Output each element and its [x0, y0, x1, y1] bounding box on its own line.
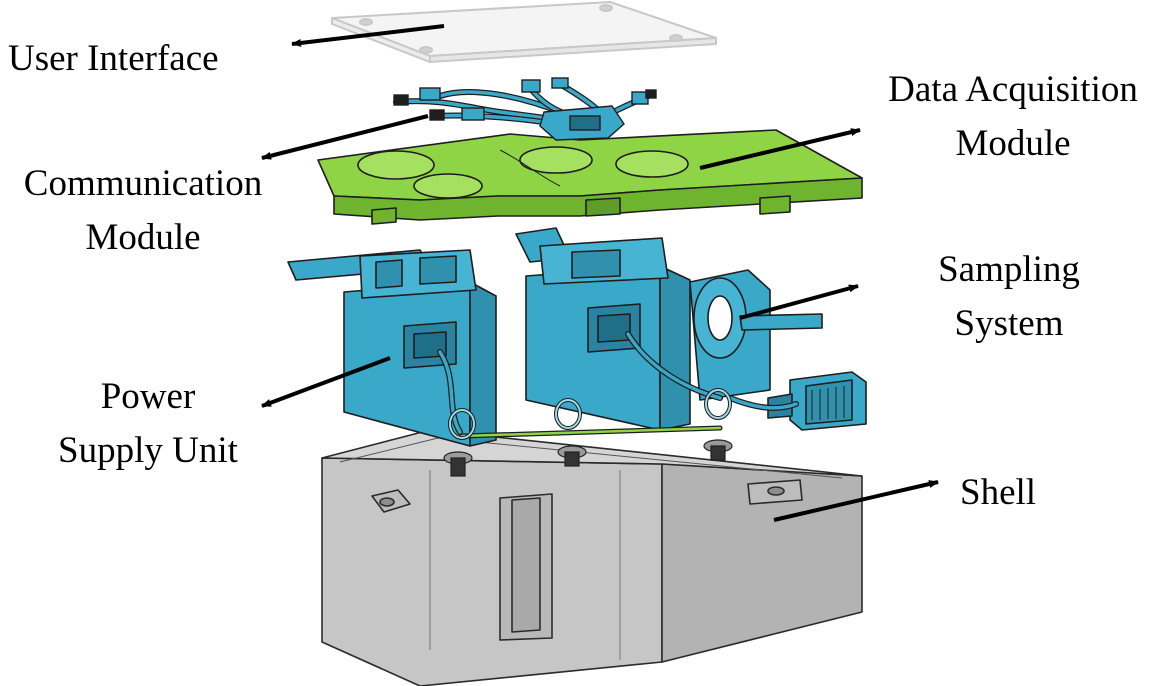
data-acquisition-part	[317, 129, 863, 225]
arrow-sampling	[739, 284, 859, 320]
label-data-acquisition-module: Data Acquisition Module	[860, 63, 1166, 171]
communication-connectors	[393, 77, 657, 141]
label-sampling-system: Sampling System	[904, 243, 1114, 351]
screw-set	[443, 439, 733, 477]
arrow-data-acquisition	[699, 128, 861, 170]
label-communication-module: Communication Module	[0, 157, 286, 265]
label-sampling-line2: System	[954, 303, 1064, 344]
sampling-part	[515, 227, 867, 431]
label-power-supply-unit: Power Supply Unit	[30, 370, 266, 478]
arrow-power-supply	[261, 356, 391, 408]
arrow-communication	[261, 114, 429, 160]
label-data-acquisition-line1: Data Acquisition	[888, 69, 1138, 110]
label-shell: Shell	[960, 466, 1036, 520]
label-shell-text: Shell	[960, 472, 1037, 513]
power-supply-part	[287, 249, 497, 447]
shell-part	[321, 429, 863, 686]
label-communication-line1: Communication	[23, 163, 263, 204]
label-user-interface: User Interface	[8, 32, 219, 86]
label-sampling-line1: Sampling	[938, 249, 1080, 290]
user-interface-part	[331, 1, 717, 63]
label-power-line1: Power	[100, 376, 196, 417]
arrow-shell	[773, 480, 939, 522]
arrow-user-interface	[291, 24, 445, 47]
label-data-acquisition-line2: Module	[955, 123, 1071, 164]
label-user-interface-text: User Interface	[8, 38, 219, 79]
label-power-line2: Supply Unit	[58, 430, 238, 471]
label-communication-line2: Module	[85, 217, 201, 258]
callout-arrows	[261, 24, 939, 522]
